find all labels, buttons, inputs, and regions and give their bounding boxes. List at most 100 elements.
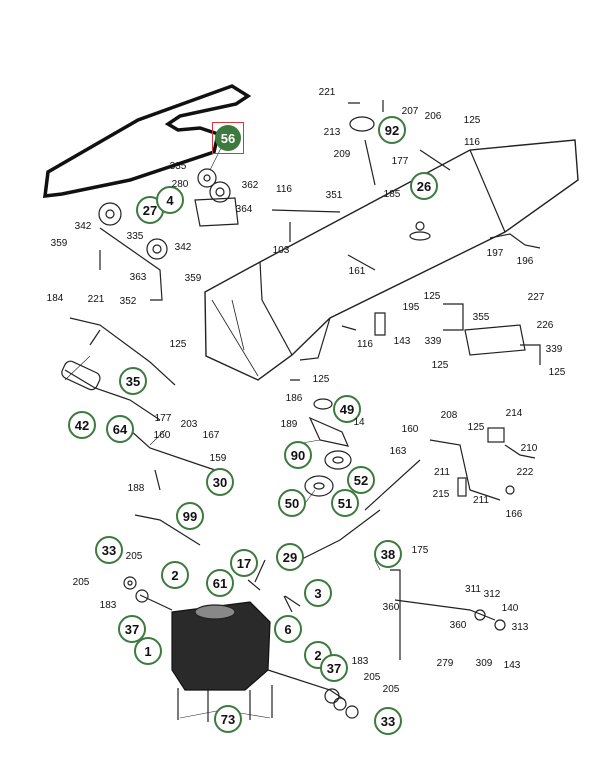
part-label-166: 166 <box>505 509 523 520</box>
part-label-125: 125 <box>423 291 441 302</box>
callout-2-upper[interactable]: 2 <box>161 561 189 589</box>
part-label-125: 125 <box>467 422 485 433</box>
part-label-351: 351 <box>325 190 343 201</box>
part-label-342: 342 <box>174 242 192 253</box>
part-label-208: 208 <box>440 410 458 421</box>
callout-17[interactable]: 17 <box>230 549 258 577</box>
part-label-363: 363 <box>129 272 147 283</box>
part-label-185: 185 <box>383 189 401 200</box>
part-label-335: 335 <box>126 231 144 242</box>
part-label-160: 160 <box>153 430 171 441</box>
callout-37-lower[interactable]: 37 <box>320 654 348 682</box>
part-label-211: 211 <box>473 495 489 506</box>
part-label-280: 280 <box>171 179 189 190</box>
part-label-184: 184 <box>46 293 64 304</box>
part-label-186: 186 <box>285 393 303 404</box>
callout-90[interactable]: 90 <box>284 441 312 469</box>
part-label-205: 205 <box>125 551 143 562</box>
part-label-207: 207 <box>401 106 419 117</box>
callout-50[interactable]: 50 <box>278 489 306 517</box>
part-label-125: 125 <box>463 115 481 126</box>
part-label-311: 311 <box>465 584 481 595</box>
part-label-360: 360 <box>382 602 400 613</box>
part-label-206: 206 <box>424 111 442 122</box>
part-label-125: 125 <box>548 367 566 378</box>
part-label-215: 215 <box>432 489 450 500</box>
part-label-352: 352 <box>119 296 137 307</box>
part-label-214: 214 <box>505 408 523 419</box>
part-label-362: 362 <box>241 180 259 191</box>
callout-6[interactable]: 6 <box>274 615 302 643</box>
part-label-167: 167 <box>202 430 220 441</box>
part-label-221: 221 <box>318 87 336 98</box>
part-label-197: 197 <box>486 248 504 259</box>
part-label-189: 189 <box>280 419 298 430</box>
part-label-226: 226 <box>536 320 554 331</box>
part-label-221: 221 <box>87 294 105 305</box>
callout-3[interactable]: 3 <box>304 579 332 607</box>
callout-52[interactable]: 52 <box>347 466 375 494</box>
part-label-342: 342 <box>74 221 92 232</box>
part-label-177: 177 <box>391 156 409 167</box>
callout-92[interactable]: 92 <box>378 116 406 144</box>
part-label-14: 14 <box>353 417 365 428</box>
part-label-227: 227 <box>527 292 545 303</box>
part-label-125: 125 <box>431 360 449 371</box>
callout-64[interactable]: 64 <box>106 415 134 443</box>
callout-56-highlighted[interactable]: 56 <box>215 125 241 151</box>
part-label-309: 309 <box>475 658 493 669</box>
callout-26[interactable]: 26 <box>410 172 438 200</box>
part-label-160: 160 <box>401 424 419 435</box>
callout-61[interactable]: 61 <box>206 569 234 597</box>
part-label-339: 339 <box>545 344 563 355</box>
highlight-frame <box>212 122 244 154</box>
part-label-161: 161 <box>348 266 366 277</box>
part-label-279: 279 <box>436 658 454 669</box>
callout-1[interactable]: 1 <box>134 637 162 665</box>
part-label-116: 116 <box>464 137 480 148</box>
part-label-125: 125 <box>169 339 187 350</box>
callout-42[interactable]: 42 <box>68 411 96 439</box>
part-label-183: 183 <box>351 656 369 667</box>
part-label-116: 116 <box>357 339 373 350</box>
part-label-213: 213 <box>323 127 341 138</box>
part-label-175: 175 <box>411 545 429 556</box>
callout-29[interactable]: 29 <box>276 543 304 571</box>
part-label-339: 339 <box>424 336 442 347</box>
callout-99[interactable]: 99 <box>176 502 204 530</box>
part-label-364: 364 <box>235 204 253 215</box>
callout-49[interactable]: 49 <box>333 395 361 423</box>
callout-35[interactable]: 35 <box>119 367 147 395</box>
part-label-355: 355 <box>472 312 490 323</box>
part-label-177: 177 <box>154 413 172 424</box>
part-label-103: 103 <box>272 245 290 256</box>
callout-73[interactable]: 73 <box>214 705 242 733</box>
part-label-140: 140 <box>501 603 519 614</box>
transmission-shape <box>171 601 271 691</box>
part-label-125: 125 <box>312 374 330 385</box>
part-label-359: 359 <box>184 273 202 284</box>
callout-33-upper[interactable]: 33 <box>95 536 123 564</box>
part-label-205: 205 <box>382 684 400 695</box>
callout-4[interactable]: 4 <box>156 186 184 214</box>
part-label-313: 313 <box>511 622 529 633</box>
part-label-183: 183 <box>99 600 117 611</box>
part-label-159: 159 <box>209 453 227 464</box>
part-label-359: 359 <box>50 238 68 249</box>
callout-33-lower[interactable]: 33 <box>374 707 402 735</box>
part-label-222: 222 <box>516 467 534 478</box>
part-label-209: 209 <box>333 149 351 160</box>
part-label-211: 211 <box>434 467 450 478</box>
part-label-143: 143 <box>393 336 411 347</box>
part-label-203: 203 <box>180 419 198 430</box>
part-label-188: 188 <box>127 483 145 494</box>
callout-51[interactable]: 51 <box>331 489 359 517</box>
callout-30[interactable]: 30 <box>206 468 234 496</box>
part-label-116: 116 <box>276 184 292 195</box>
part-label-205: 205 <box>72 577 90 588</box>
callout-38[interactable]: 38 <box>374 540 402 568</box>
part-label-143: 143 <box>503 660 521 671</box>
part-label-210: 210 <box>520 443 538 454</box>
